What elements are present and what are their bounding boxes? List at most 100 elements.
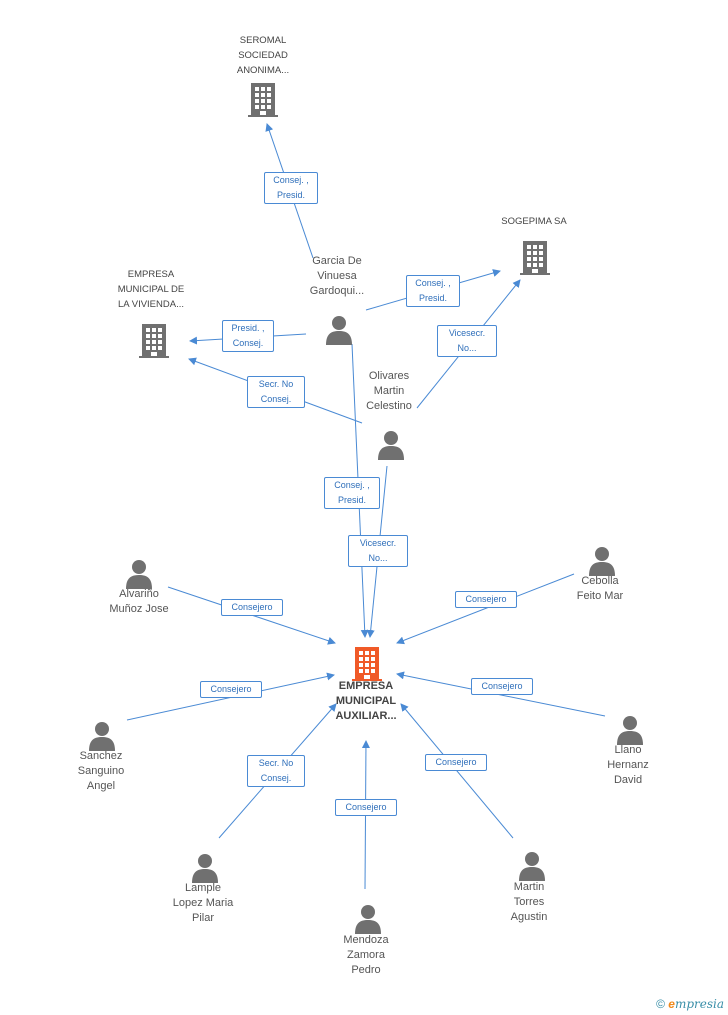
edge-label-line: Vicesecr.	[359, 538, 397, 548]
node-label-line: Gardoqui...	[309, 285, 365, 297]
node-label-line: David	[613, 774, 643, 786]
node-label-line: Celestino	[366, 400, 412, 412]
node-label-line: EMPRESA	[127, 269, 175, 280]
node-label-line: LA VIVIENDA...	[118, 299, 184, 310]
edge-label: Consejero	[221, 599, 283, 616]
edge-label: Consejero	[455, 591, 517, 608]
edge-label: Consej. , Presid.	[406, 275, 460, 307]
edge-label-line: Presid.	[418, 293, 447, 303]
node-label-line: Sanchez	[79, 750, 123, 762]
edge-label: Vicesecr. No...	[437, 325, 497, 357]
edge-label: Consejero	[335, 799, 397, 816]
node-label-line: Muñoz Jose	[109, 603, 169, 615]
edge-label-line: Vicesecr.	[448, 328, 486, 338]
edge-label: Presid. , Consej.	[222, 320, 274, 352]
edge-label-line: Consejero	[345, 802, 387, 812]
mendoza-person-icon[interactable]	[355, 905, 381, 934]
martin-person-icon[interactable]	[519, 852, 545, 881]
brand-name: mpresia	[674, 997, 724, 1011]
edge-label-line: Presid.	[276, 190, 305, 200]
edge-label-line: Consej.	[260, 773, 292, 783]
empresa_vivienda-building-icon[interactable]	[139, 324, 169, 358]
cebolla-person-icon[interactable]	[589, 547, 615, 576]
olivares-person-icon[interactable]	[378, 431, 404, 460]
node-label-line: Pedro	[351, 964, 381, 976]
node-label-line: SOGEPIMA SA	[501, 216, 567, 227]
edge-llano-to-main	[396, 671, 606, 717]
node-label-line: Lample	[184, 882, 222, 894]
lample-person-icon[interactable]	[192, 854, 218, 883]
node-label-line: Martin	[373, 385, 405, 397]
node-label-line: AUXILIAR...	[335, 710, 397, 722]
node-label-line: MUNICIPAL	[335, 695, 397, 707]
edge-label-line: Consejero	[465, 594, 507, 604]
edge-label: Consejero	[471, 678, 533, 695]
edge-label-line: No...	[457, 343, 477, 353]
edge-cebolla-to-main	[396, 573, 575, 645]
llano-person-icon[interactable]	[617, 716, 643, 745]
edge-label-line: Secr. No	[258, 758, 294, 768]
node-label-empresa_vivienda[interactable]: EMPRESA MUNICIPAL DE LA VIVIENDA...	[96, 267, 206, 312]
edge-martin-to-main	[400, 703, 514, 839]
node-label-seromal[interactable]: SEROMAL SOCIEDAD ANONIMA...	[203, 33, 323, 78]
node-label-line: SOCIEDAD	[238, 50, 288, 61]
edge-label-line: Consej. ,	[334, 480, 370, 490]
node-label-line: Vinuesa	[317, 270, 357, 282]
sanchez-person-icon[interactable]	[89, 722, 115, 751]
footer-brand: © empresia	[656, 997, 724, 1011]
edge-label: Vicesecr.No...	[348, 535, 408, 567]
sogepima-building-icon[interactable]	[520, 241, 550, 275]
edge-label-line: Consej.	[232, 338, 264, 348]
node-label-line: Olivares	[368, 370, 410, 382]
node-label-line: Zamora	[347, 949, 385, 961]
node-label-line: Torres	[513, 896, 545, 908]
edge-label-line: Consejero	[231, 602, 273, 612]
node-label-line: Mendoza	[343, 934, 389, 946]
edge-label: Consejero	[425, 754, 487, 771]
node-label-line: Pilar	[191, 912, 214, 924]
main-building-icon[interactable]	[352, 647, 382, 681]
node-label-line: EMPRESA	[338, 680, 394, 692]
edge-label-line: Presid.	[337, 495, 366, 505]
edge-label: Consejero	[200, 681, 262, 698]
node-label-line: Martin	[513, 881, 545, 893]
node-label-line: MUNICIPAL DE	[117, 284, 185, 295]
node-label-line: Alvariño	[119, 588, 159, 600]
node-label-line: SEROMAL	[239, 35, 287, 46]
node-label-line: Sanguino	[77, 765, 125, 777]
node-label-line: Hernanz	[607, 759, 649, 771]
node-label-main[interactable]: EMPRESA MUNICIPAL AUXILIAR...	[321, 679, 411, 724]
edge-label-line: Secr. No	[258, 379, 294, 389]
edge-label: Consej. , Presid.	[264, 172, 318, 204]
node-label-line: Angel	[86, 780, 116, 792]
seromal-building-icon[interactable]	[248, 83, 278, 117]
edge-label-line: Consejero	[481, 681, 523, 691]
node-label-line: Llano	[614, 744, 642, 756]
edge-label-line: Presid. ,	[231, 323, 265, 333]
edge-label-line: Consej. ,	[415, 278, 451, 288]
edge-label-line: Consejero	[435, 757, 477, 767]
edge-label: Secr. No Consej.	[247, 755, 305, 787]
node-label-line: Agustin	[510, 911, 548, 923]
brand-initial: e	[668, 997, 675, 1011]
node-label-line: Garcia De	[312, 255, 362, 267]
edge-label-line: Consejero	[210, 684, 252, 694]
node-label-sogepima[interactable]: SOGEPIMA SA	[484, 214, 584, 229]
node-label-line: Cebolla	[581, 575, 619, 587]
garcia-person-icon[interactable]	[326, 316, 352, 345]
edge-label-line: Consej. ,	[273, 175, 309, 185]
node-label-line: Lopez Maria	[172, 897, 234, 909]
alvarino-person-icon[interactable]	[126, 560, 152, 589]
edge-label: Consej. , Presid.	[324, 477, 380, 509]
node-label-line: ANONIMA...	[236, 65, 290, 76]
edge-label-line: Consej.	[260, 394, 292, 404]
